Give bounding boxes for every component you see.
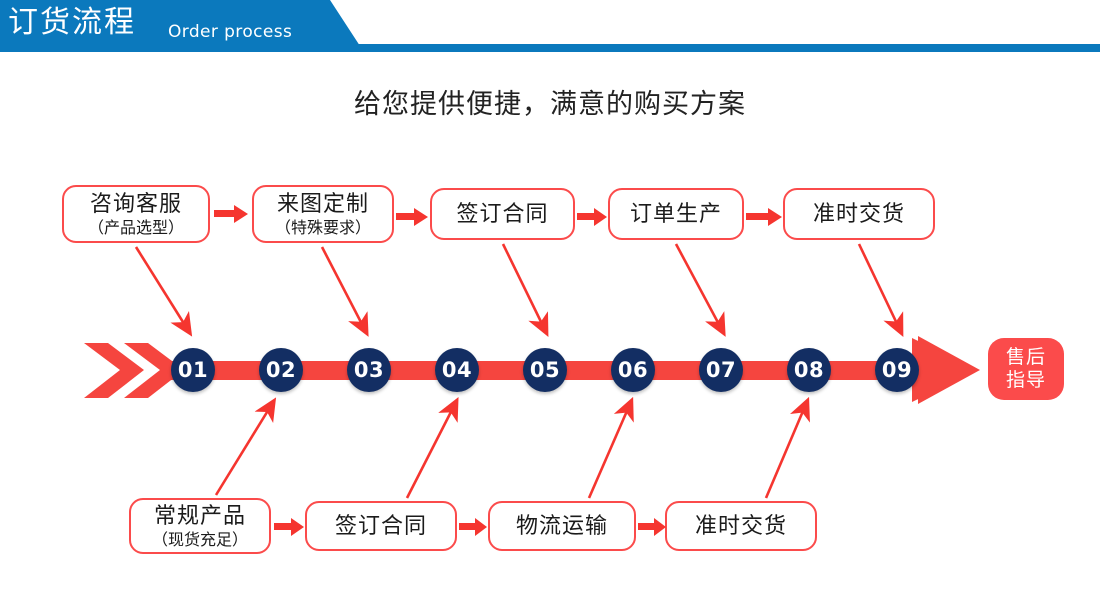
- top-connector-arrow-2: [396, 208, 428, 226]
- top-box-3[interactable]: 签订合同: [430, 188, 575, 240]
- bottom-box-2[interactable]: 签订合同: [305, 501, 457, 551]
- top-box-1-line2: （产品选型）: [87, 217, 184, 237]
- top-connector-arrow-1: [214, 205, 248, 223]
- timeline-step-07[interactable]: 07: [699, 348, 743, 392]
- after-sales-badge[interactable]: 售后 指导: [988, 338, 1064, 400]
- timeline-step-04[interactable]: 04: [435, 348, 479, 392]
- top-box-5-line1: 准时交货: [812, 201, 905, 227]
- bottom-box-1-line1: 常规产品: [153, 503, 246, 529]
- bottom-box-4[interactable]: 准时交货: [665, 501, 817, 551]
- top-box-4-line1: 订单生产: [629, 201, 722, 227]
- top-connector-arrow-3: [577, 208, 607, 226]
- banner-shape: [0, 0, 1100, 52]
- banner-title-cn: 订货流程: [8, 5, 136, 40]
- after-sales-badge-line1: 售后: [1005, 346, 1046, 368]
- after-sales-badge-line2: 指导: [1005, 369, 1046, 391]
- top-box-1-line1: 咨询客服: [89, 191, 182, 217]
- timeline-step-03[interactable]: 03: [347, 348, 391, 392]
- top-box-1[interactable]: 咨询客服 （产品选型）: [62, 185, 210, 243]
- bottom-connector-arrow-3: [638, 518, 666, 536]
- timeline-step-08[interactable]: 08: [787, 348, 831, 392]
- timeline: 01 02 03 04 05 06 07 08 09: [0, 318, 1100, 423]
- bottom-connector-arrow-1: [274, 518, 304, 536]
- top-box-2-line2: （特殊要求）: [274, 217, 371, 237]
- top-box-3-line1: 签订合同: [456, 201, 549, 227]
- top-box-2[interactable]: 来图定制 （特殊要求）: [252, 185, 394, 243]
- timeline-step-02[interactable]: 02: [259, 348, 303, 392]
- timeline-step-06[interactable]: 06: [611, 348, 655, 392]
- top-box-2-line1: 来图定制: [276, 191, 369, 217]
- page-subtitle: 给您提供便捷，满意的购买方案: [354, 89, 746, 120]
- timeline-step-05[interactable]: 05: [523, 348, 567, 392]
- top-box-4[interactable]: 订单生产: [608, 188, 744, 240]
- bottom-box-2-line1: 签订合同: [334, 513, 427, 539]
- timeline-step-09[interactable]: 09: [875, 348, 919, 392]
- bottom-box-4-line1: 准时交货: [694, 513, 787, 539]
- banner-title-en: Order process: [168, 22, 293, 42]
- top-connector-arrow-4: [746, 208, 782, 226]
- timeline-step-01[interactable]: 01: [171, 348, 215, 392]
- top-box-5[interactable]: 准时交货: [783, 188, 935, 240]
- bottom-connector-arrow-2: [459, 518, 487, 536]
- bottom-box-3[interactable]: 物流运输: [488, 501, 636, 551]
- bottom-box-3-line1: 物流运输: [515, 513, 608, 539]
- header-banner: 订货流程 Order process: [0, 0, 1100, 52]
- bottom-box-1[interactable]: 常规产品 （现货充足）: [129, 498, 271, 554]
- bottom-box-1-line2: （现货充足）: [151, 529, 248, 549]
